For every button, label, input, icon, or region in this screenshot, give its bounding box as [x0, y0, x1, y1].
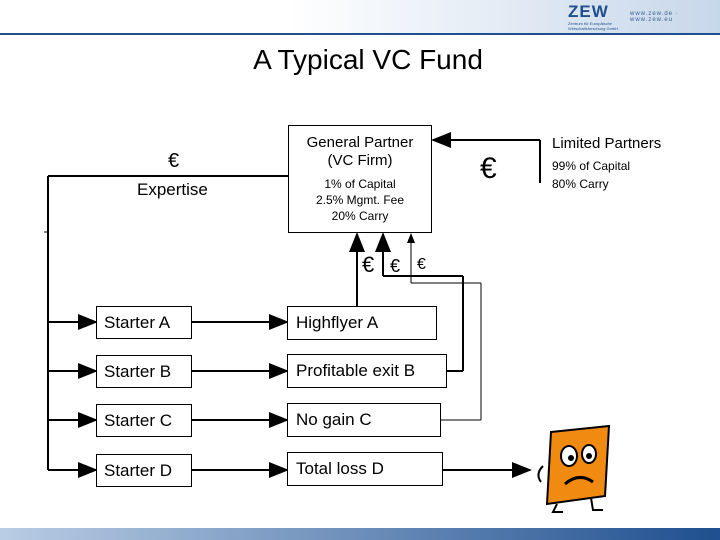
- lp-line2: 80% Carry: [552, 177, 609, 191]
- gp-title-line1: General Partner: [306, 134, 414, 151]
- starter-b-box: Starter B: [96, 355, 192, 388]
- euro-left: €: [168, 150, 180, 172]
- logo-subtitle: Zentrum für Europäische Wirtschaftsforsc…: [568, 21, 619, 31]
- starter-a-box: Starter A: [96, 306, 192, 339]
- outcome-loss-box: Total loss D: [287, 452, 443, 486]
- sad-face-icon: [537, 424, 611, 513]
- gp-line2: 2.5% Mgmt. Fee: [315, 193, 405, 207]
- expertise-label: Expertise: [137, 180, 208, 199]
- zew-logo: ZEW Zentrum für Europäische Wirtschaftsf…: [568, 2, 626, 32]
- header-url: www.zew.de · www.zew.eu: [630, 11, 679, 23]
- limited-partners-title: Limited Partners: [552, 135, 662, 152]
- starter-d-box: Starter D: [96, 454, 192, 487]
- euro-middle: €: [480, 152, 497, 185]
- flow-euro-2: €: [390, 256, 401, 276]
- outcome-highflyer-box: Highflyer A: [287, 306, 437, 340]
- logo-text: ZEW: [568, 2, 609, 21]
- flow-euro-3: €: [417, 256, 426, 273]
- footer-bar: [0, 528, 720, 540]
- gp-line1: 1% of Capital: [324, 177, 396, 191]
- flow-euro-1: €: [362, 252, 375, 277]
- general-partner-box: General Partner (VC Firm) 1% of Capital …: [288, 125, 432, 233]
- header-bar: [0, 0, 720, 34]
- outcome-exit-box: Profitable exit B: [287, 354, 447, 388]
- limited-partners-terms: 99% of Capital 80% Carry: [552, 157, 630, 193]
- outcome-nogain-box: No gain C: [287, 403, 441, 437]
- gp-line3: 20% Carry: [331, 209, 389, 223]
- header-line: [0, 33, 720, 35]
- gp-title-line2: (VC Firm): [327, 152, 393, 169]
- starter-c-box: Starter C: [96, 404, 192, 437]
- slide-title: A Typical VC Fund: [253, 44, 483, 75]
- lp-line1: 99% of Capital: [552, 159, 631, 173]
